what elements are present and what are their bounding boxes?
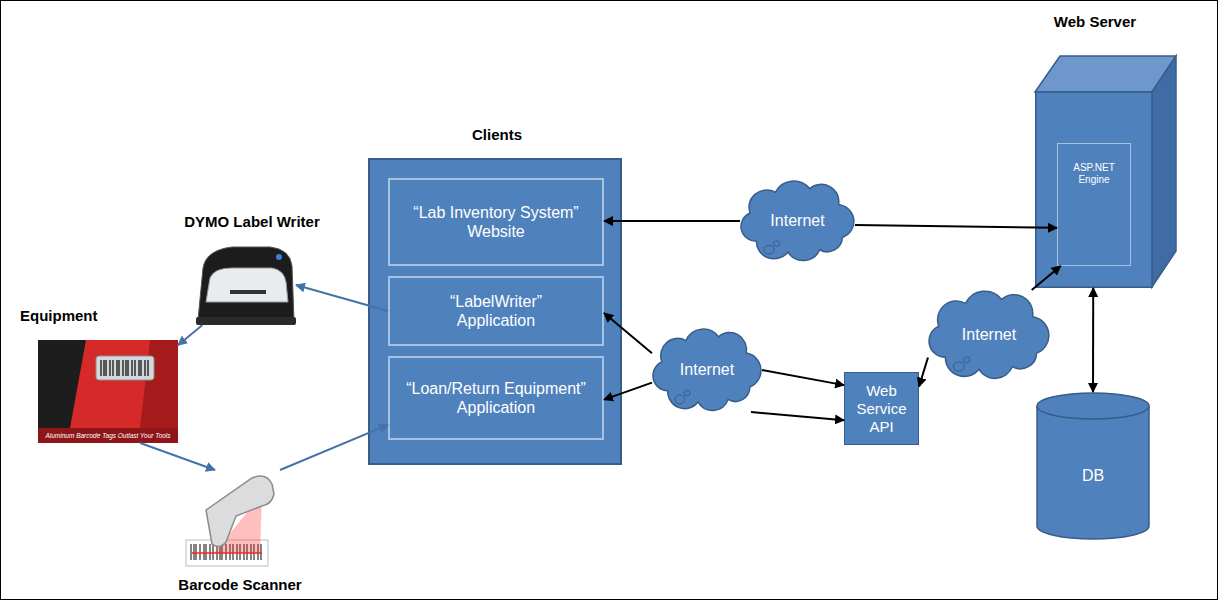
label-printer: DYMO Label Writer (192, 240, 296, 325)
printer-body (198, 247, 294, 320)
connector-arrow (751, 412, 844, 420)
internet-cloud: Internet (740, 180, 855, 262)
connector-arrow (762, 370, 844, 385)
box-label: DB (1082, 466, 1104, 485)
equipment-picture (38, 340, 178, 443)
box-label: ASP.NET Engine (1062, 162, 1126, 186)
box-label: Internet (770, 211, 824, 230)
box-label: “LabelWriter” Application (421, 292, 571, 330)
heading-slot: Barcode Scanner (160, 576, 320, 593)
label-printer-picture (196, 247, 296, 325)
internet-cloud: Internet (928, 290, 1050, 380)
tool-body (38, 340, 178, 428)
heading-label: Web Server (1024, 13, 1166, 30)
label-block: “LabelWriter” Application (421, 292, 571, 330)
printer-button (276, 254, 282, 260)
equipment-item: EquipmentAluminum Barcode Tags Outlast Y… (38, 340, 178, 443)
connector-arrow (919, 358, 928, 387)
label-block: Internet (770, 211, 824, 230)
connector-arrow (1032, 266, 1061, 290)
label-block: Web Service API (849, 382, 914, 436)
web-server-box: Web ServerASP.NET Engine (1035, 55, 1177, 288)
cloud-outline (741, 181, 854, 260)
barcode-scanner: Barcode Scanner (180, 470, 280, 570)
client-group-box: Clients“Lab Inventory System” Website“La… (368, 158, 622, 465)
database-cylinder-outline (1036, 392, 1150, 540)
internet-cloud: Internet (652, 328, 762, 412)
box-label: “Lab Inventory System” Website (398, 203, 594, 241)
label-block: “Loan/Return Equipment” Application (398, 379, 594, 417)
connector-arrow (855, 225, 1057, 228)
label-block: DB (1082, 466, 1104, 485)
connector-arrow (604, 313, 652, 353)
client-app-box: “LabelWriter” Application (388, 276, 604, 346)
printer-front (206, 268, 288, 302)
connector-arrow (604, 220, 740, 222)
heading-label: Barcode Scanner (160, 576, 320, 593)
cloud-puff (964, 357, 971, 363)
label-block: Internet (962, 325, 1016, 344)
barcode-bars (101, 360, 148, 376)
heading-label: Equipment (20, 307, 140, 324)
box-label: “Loan/Return Equipment” Application (398, 379, 594, 417)
photo-ground (38, 340, 178, 443)
box-label: Internet (962, 325, 1016, 344)
scanner-body (206, 476, 274, 547)
cloud-puff (675, 395, 685, 404)
connector-arrow (140, 443, 215, 470)
barcode-tag (96, 356, 154, 380)
heading-slot: Equipment (20, 307, 140, 324)
cloud-puff (764, 245, 774, 254)
box-label: Web Service API (849, 382, 914, 436)
tag-banner-text-slot: Aluminum Barcode Tags Outlast Your Tools (38, 428, 178, 443)
asp-net-engine-box: ASP.NET Engine (1057, 143, 1131, 266)
cloud-puff (684, 390, 690, 396)
client-app-box: “Lab Inventory System” Website (388, 178, 604, 266)
printer-slot (230, 290, 266, 294)
connector-arrow (280, 425, 388, 470)
tool-grip (38, 340, 86, 428)
printer-base (196, 317, 296, 325)
connector-arrow (296, 285, 388, 311)
connector-arrow (1092, 288, 1094, 392)
server-front-face (1036, 92, 1152, 287)
client-app-box: “Loan/Return Equipment” Application (388, 356, 604, 440)
heading-label: DYMO Label Writer (172, 213, 332, 230)
tag-banner (38, 428, 178, 443)
cylinder-body (1037, 406, 1149, 539)
server-side-face (1152, 56, 1176, 287)
label-block: Internet (680, 360, 734, 379)
heading-slot: DYMO Label Writer (172, 213, 332, 230)
label-block: “Lab Inventory System” Website (398, 203, 594, 241)
cylinder-top (1037, 393, 1149, 419)
tag-banner-text: Aluminum Barcode Tags Outlast Your Tools (45, 432, 170, 439)
tool-shade (140, 340, 178, 428)
label-block: ASP.NET Engine (1062, 162, 1126, 186)
laser-line (192, 552, 262, 554)
web-service-api-box: Web Service API (844, 372, 919, 445)
heading-label: Clients (370, 126, 624, 143)
database-cylinder: DB (1036, 392, 1150, 540)
connector-arrow (604, 383, 652, 400)
cloud-puff (953, 362, 964, 371)
box-label: Internet (680, 360, 734, 379)
cloud-outline (653, 329, 761, 410)
cloud-puff (773, 241, 779, 246)
connector-arrow (178, 325, 202, 345)
cloud-outline (929, 291, 1049, 378)
heading-slot: Web Server (1024, 13, 1166, 30)
barcode-scanner-picture (186, 476, 274, 566)
heading-slot: Clients (370, 126, 624, 143)
